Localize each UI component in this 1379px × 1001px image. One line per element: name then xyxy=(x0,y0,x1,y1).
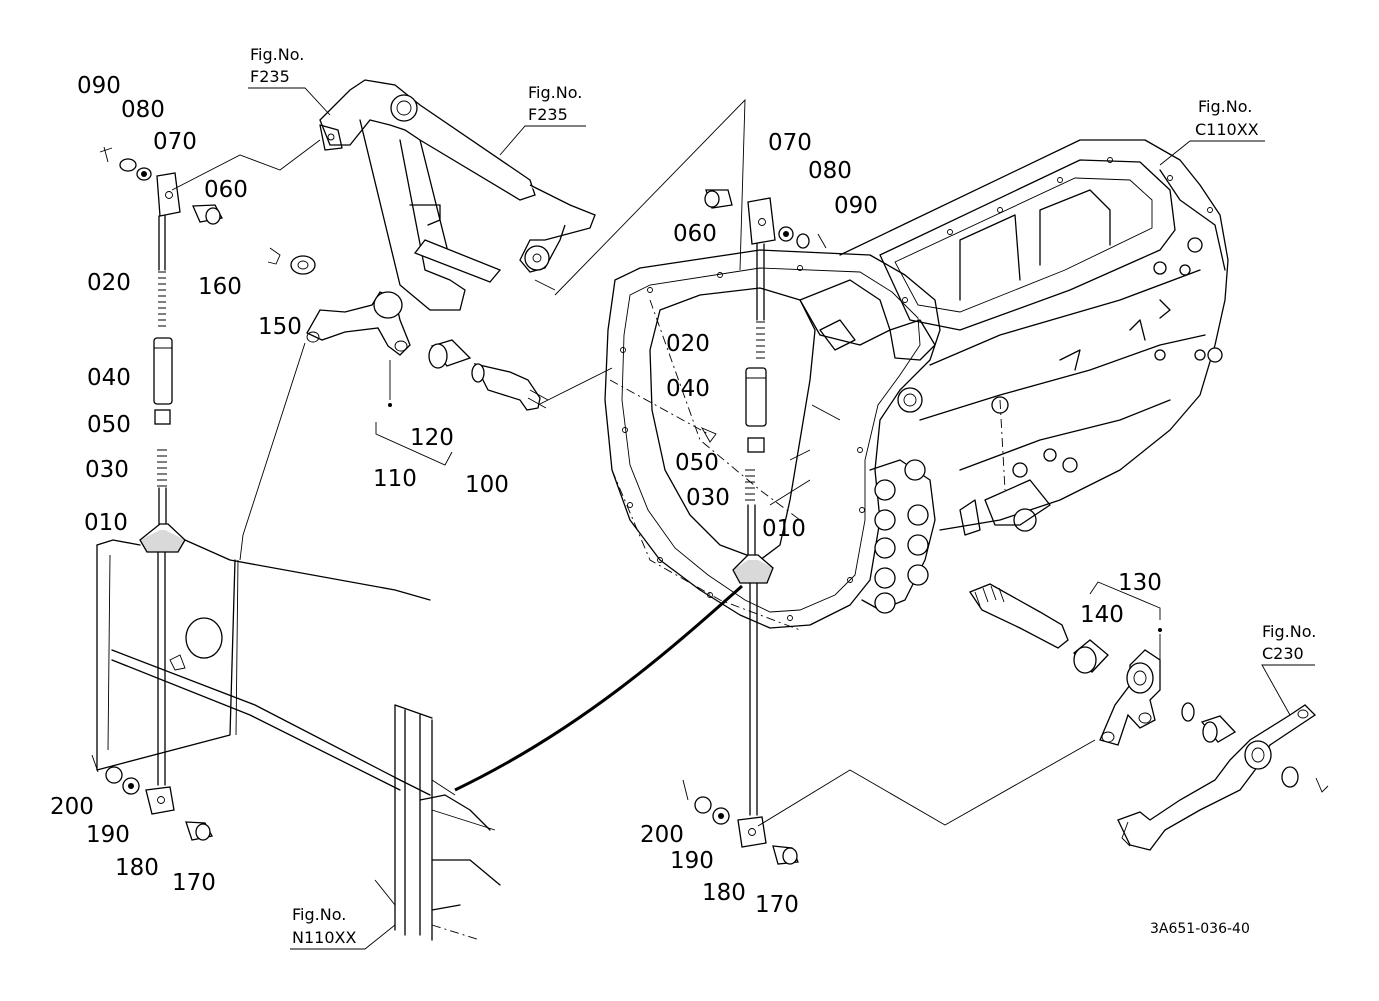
callout-left-060: 060 xyxy=(204,177,248,203)
callout-left-090: 090 xyxy=(77,73,121,99)
fig-ref-c110xx-line2: C110XX xyxy=(1195,120,1259,139)
fig-ref-c110xx-line1: Fig.No. xyxy=(1198,97,1252,116)
callout-left-200: 200 xyxy=(50,794,94,820)
callout-left-030: 030 xyxy=(85,457,129,483)
fig-ref-c110xx: Fig.No. C110XX xyxy=(1159,97,1265,166)
drawing-code: 3A651-036-40 xyxy=(1150,921,1250,937)
callout-right-030: 030 xyxy=(686,485,730,511)
callout-130: 130 xyxy=(1118,570,1162,596)
callout-left-070: 070 xyxy=(153,129,197,155)
fig-ref-f235-center: Fig.No. F235 xyxy=(499,83,586,156)
callout-right-050: 050 xyxy=(675,450,719,476)
connector-lines xyxy=(171,98,1096,827)
right-arm-callouts: 130 140 xyxy=(1080,570,1162,628)
callout-left-040: 040 xyxy=(87,365,131,391)
fig-ref-n110xx: Fig.No. N110XX xyxy=(290,905,396,950)
transmission-housing xyxy=(604,139,1229,631)
callout-right-070: 070 xyxy=(768,130,812,156)
callout-right-170: 170 xyxy=(755,892,799,918)
callout-right-040: 040 xyxy=(666,376,710,402)
callout-right-080: 080 xyxy=(808,158,852,184)
callout-right-180: 180 xyxy=(702,880,746,906)
callout-left-080: 080 xyxy=(121,97,165,123)
fig-ref-f235-a-line2: F235 xyxy=(250,67,290,86)
fig-ref-f235-b-line2: F235 xyxy=(528,105,568,124)
callout-right-010: 010 xyxy=(762,516,806,542)
pedal-assembly xyxy=(319,79,596,311)
c230-linkage xyxy=(1117,704,1329,851)
callout-100: 100 xyxy=(465,472,509,498)
callout-110: 110 xyxy=(373,466,417,492)
callout-left-190: 190 xyxy=(86,822,130,848)
fig-ref-f235-a-line1: Fig.No. xyxy=(250,45,304,64)
fig-ref-c230: Fig.No. C230 xyxy=(1261,622,1316,716)
left-arm-assembly xyxy=(267,247,613,466)
callout-left-010: 010 xyxy=(84,510,128,536)
callout-left-170: 170 xyxy=(172,870,216,896)
left-arm-callouts: 160 150 120 110 100 xyxy=(198,274,509,498)
callout-left-180: 180 xyxy=(115,855,159,881)
left-rod-assembly xyxy=(91,146,223,841)
right-arm-assembly xyxy=(969,581,1237,746)
callout-right-200: 200 xyxy=(640,822,684,848)
callout-right-020: 020 xyxy=(666,331,710,357)
right-rod-callouts: 070 080 090 060 020 040 050 030 010 200 … xyxy=(640,130,878,918)
callout-left-020: 020 xyxy=(87,270,131,296)
fig-ref-n110xx-line1: Fig.No. xyxy=(292,905,346,924)
callout-140: 140 xyxy=(1080,602,1124,628)
fig-ref-f235-top-left: Fig.No. F235 xyxy=(248,45,331,116)
floor-panel xyxy=(96,539,501,941)
callout-160: 160 xyxy=(198,274,242,300)
callout-right-090: 090 xyxy=(834,193,878,219)
fig-ref-f235-b-line1: Fig.No. xyxy=(528,83,582,102)
callout-right-190: 190 xyxy=(670,848,714,874)
fig-ref-c230-line2: C230 xyxy=(1262,644,1304,663)
callout-150: 150 xyxy=(258,314,302,340)
fig-ref-c230-line1: Fig.No. xyxy=(1262,622,1316,641)
fig-ref-n110xx-line2: N110XX xyxy=(292,928,356,947)
callout-120: 120 xyxy=(410,425,454,451)
callout-right-060: 060 xyxy=(673,221,717,247)
right-rod-assembly xyxy=(682,189,827,865)
callout-left-050: 050 xyxy=(87,412,131,438)
left-rod-callouts: 090 080 070 060 020 040 050 030 010 200 … xyxy=(50,73,248,896)
